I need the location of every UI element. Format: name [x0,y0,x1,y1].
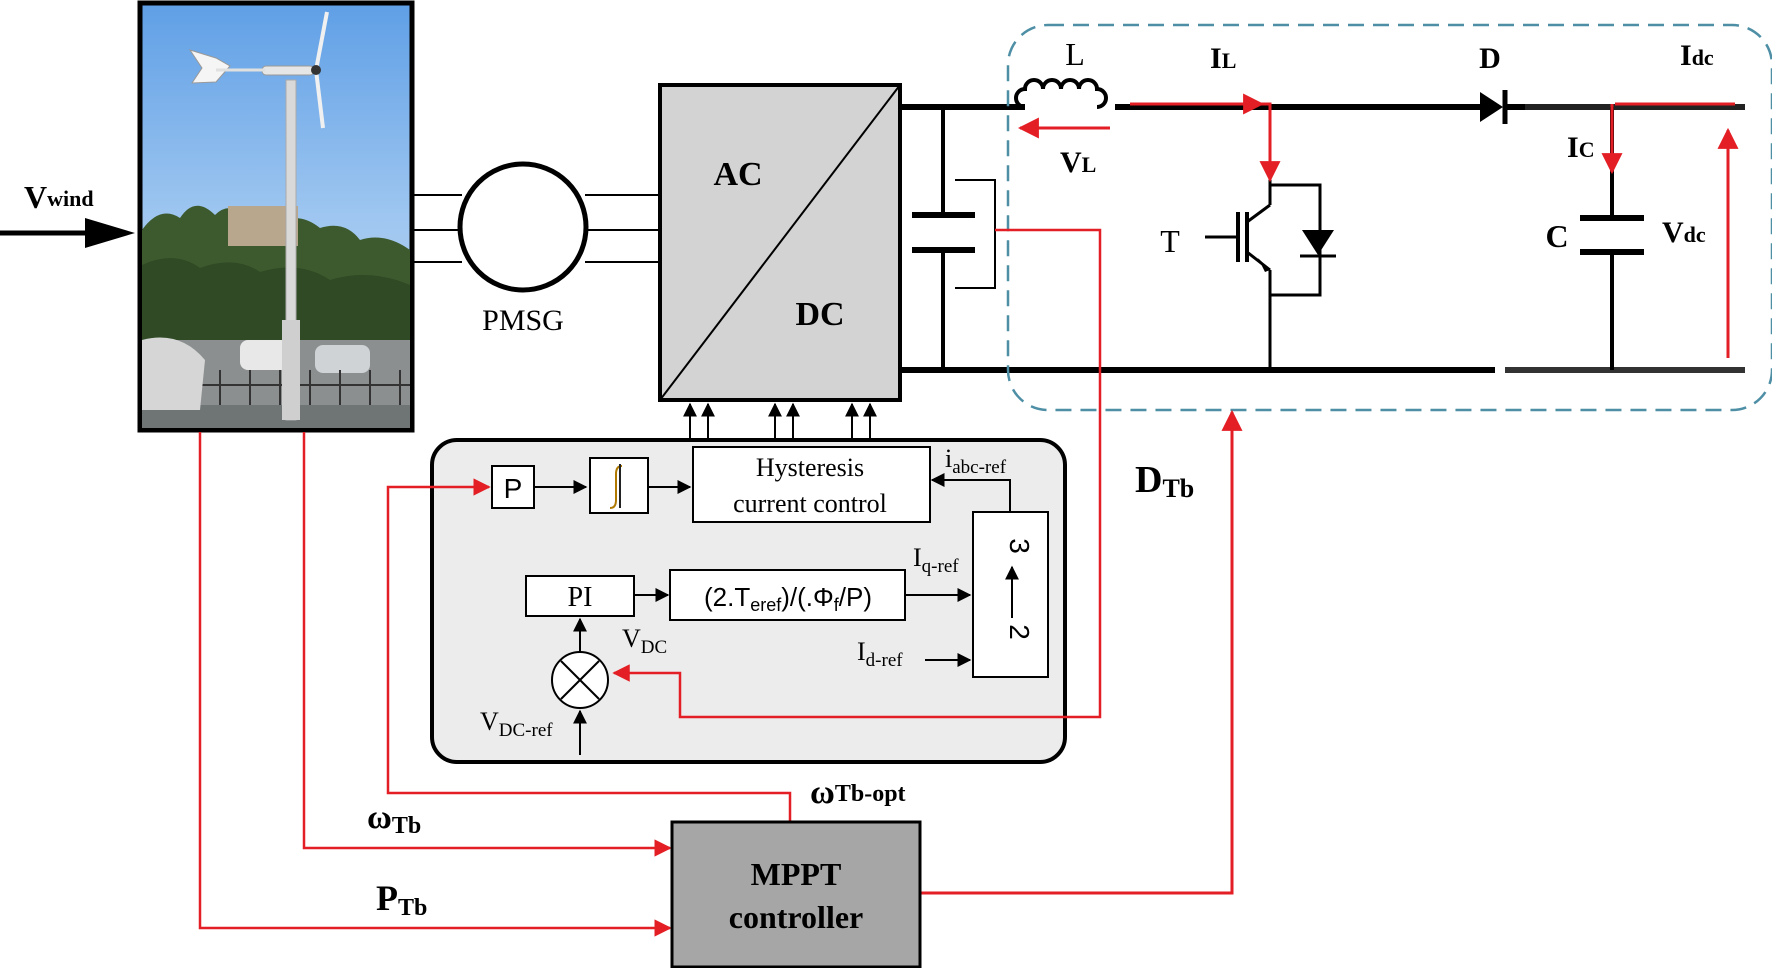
svg-text:IC: IC [1567,131,1595,164]
svg-text:Idc: Idc [1680,39,1714,72]
torque-close: /P) [839,582,872,612]
diode-label: D [1479,42,1501,75]
torque-current-block [669,569,906,621]
svg-text:VDC-ref: VDC-ref [480,707,553,741]
ac-label: AC [713,156,762,193]
dc-label: DC [795,296,844,333]
three-phase-lines [412,194,660,263]
p-tb-subscript: Tb [398,895,427,921]
omega-opt-subscript: Tb-opt [835,781,906,807]
id-ref-label: I [857,637,866,666]
vdc-ref-subscript: DC-ref [499,720,553,741]
mppt-line2: controller [729,899,863,935]
transform-2-label: 2 [1004,624,1035,640]
vdc-ctrl-label: V [622,624,641,653]
svg-text:Vdc: Vdc [1662,216,1706,249]
il-branch-arrow [1259,102,1281,183]
svg-text:PTb: PTb [376,878,427,921]
duty-label: D [1135,459,1162,501]
idc-label: I [1680,39,1692,72]
converter-gate-arrows [683,402,877,440]
ic-subscript: C [1579,137,1595,162]
wind-turbine-photo [137,0,415,433]
hysteresis-line1: Hysteresis [756,453,864,482]
omega-tb-subscript: Tb [392,813,421,839]
vdc-subscript: dc [1684,222,1706,247]
summing-junction [551,617,609,755]
vdc-label: V [1662,216,1684,249]
omega-tb-label: ω [367,799,392,836]
vl-label: V [1060,146,1082,179]
torque-open: (2.T [704,582,750,612]
hysteresis-line2: current control [733,489,887,518]
pi-block-label: PI [568,582,593,613]
switch-label: T [1160,223,1180,259]
pmsg-label: PMSG [482,304,564,337]
omega-opt-label: ω [810,774,835,811]
torque-mid: )/(.Φ [781,582,834,612]
inductor-L [1014,78,1108,109]
mppt-line1: MPPT [751,856,842,892]
pmsg-generator: PMSG [457,161,589,337]
boost-converter: L D T [1006,23,1772,412]
vl-subscript: L [1082,152,1097,177]
svg-text:VL: VL [1060,146,1096,179]
pi-block [525,575,635,617]
ic-label: I [1567,131,1579,164]
svg-text:iabc-ref: iabc-ref [945,444,1007,478]
p-tb-line [198,432,672,937]
iq-ref-subscript: q-ref [922,556,960,577]
svg-text:DTb: DTb [1135,459,1194,503]
svg-text:ωTb-opt: ωTb-opt [810,774,906,811]
svg-text:IL: IL [1210,42,1236,75]
duty-subscript: Tb [1162,474,1194,503]
mppt-controller: MPPT controller [670,820,922,968]
vdc-ctrl-subscript: DC [641,637,667,658]
ac-dc-converter: AC DC [658,83,902,402]
iabc-ref-subscript: abc-ref [952,457,1006,478]
hysteresis-block [692,446,931,523]
vdc-feedback-line [612,228,1102,719]
idc-subscript: dc [1692,45,1714,70]
v-wind-label: V [24,179,47,215]
duty-signal-line [920,409,1243,895]
svg-text:ωTb: ωTb [367,799,421,839]
vdc-ref-label: V [480,707,499,736]
il-subscript: L [1222,48,1237,73]
iabc-ref-label: i [945,444,952,473]
dc-bus [900,104,1745,373]
wind-input: Vwind [0,179,135,248]
transform-3-label: 3 [1004,538,1035,554]
svg-text:(2.Teref)/(.Φf/P): (2.Teref)/(.Φf/P) [704,582,872,615]
omega-tb-line [302,432,672,857]
diode-D: D [1479,42,1745,124]
svg-text:Iq-ref: Iq-ref [913,543,959,577]
svg-text:Id-ref: Id-ref [857,637,903,671]
dq-abc-transform [972,511,1049,678]
inductor-label: L [1065,36,1085,72]
svg-text:Vwind: Vwind [24,179,94,215]
capacitor-label: C [1545,218,1568,254]
p-block-label: P [504,473,523,504]
v-wind-subscript: wind [47,186,93,211]
iq-ref-label: I [913,543,922,572]
p-tb-label: P [376,878,398,918]
id-ref-subscript: d-ref [866,650,904,671]
omega-opt-line [386,478,792,822]
torque-sub: eref [750,595,782,615]
control-panel: P Hysteresis current control 3 2 iabc-re… [430,438,1067,764]
il-label: I [1210,42,1222,75]
svg-text:VDC: VDC [622,624,667,658]
torque-sub2: f [834,595,840,615]
